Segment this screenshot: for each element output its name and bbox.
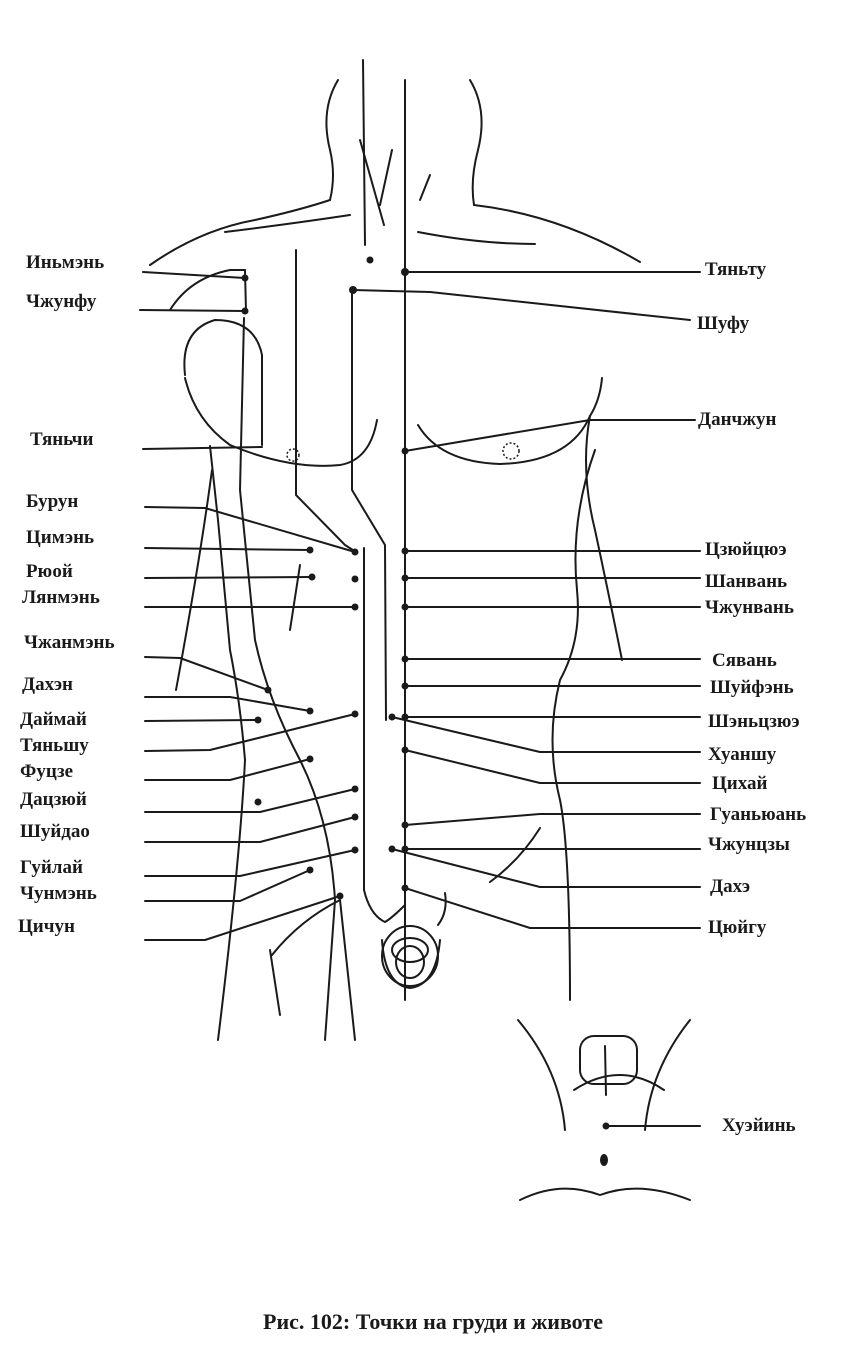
label-cihay: Цихай xyxy=(712,773,768,794)
label-chunmen: Чунмэнь xyxy=(20,883,97,904)
label-lyanmen: Лянмэнь xyxy=(22,587,100,608)
label-guanyuan: Гуаньюань xyxy=(710,804,807,825)
label-chzhunfu: Чжунфу xyxy=(26,291,97,312)
figure-caption: Рис. 102: Точки на груди и животе xyxy=(263,1309,603,1334)
label-shuydao: Шуйдао xyxy=(20,821,90,842)
label-fuqze: Фуцзе xyxy=(20,761,74,782)
label-cimen: Цимэнь xyxy=(26,527,95,548)
label-burun: Бурун xyxy=(26,491,79,512)
label-guylay: Гуйлай xyxy=(20,857,83,878)
label-tyanchi: Тяньчи xyxy=(30,429,94,450)
label-tsyuygu: Цюйгу xyxy=(708,917,767,938)
label-datszyuy: Дацзюй xyxy=(20,789,87,810)
label-hueyin: Хуэйинь xyxy=(722,1115,796,1136)
label-huanshu: Хуаншу xyxy=(708,744,777,765)
label-chzhuntszy: Чжунцзы xyxy=(708,834,790,855)
label-shanvan: Шанвань xyxy=(705,571,788,592)
label-tyanshu: Тяньшу xyxy=(20,735,89,756)
label-inmen: Иньмэнь xyxy=(26,252,105,273)
label-shentszyue: Шэньцзюэ xyxy=(708,711,800,732)
body-outline xyxy=(149,59,691,1201)
label-dahen: Дахэн xyxy=(22,674,73,695)
label-shuyfen: Шуйфэнь xyxy=(710,677,794,698)
label-dahe: Дахэ xyxy=(710,876,751,897)
label-danchzhun: Данчжун xyxy=(698,409,777,430)
leader-lines xyxy=(139,271,701,1127)
label-cichun: Цичун xyxy=(18,916,75,937)
label-syavan: Сявань xyxy=(712,650,777,671)
label-shufu: Шуфу xyxy=(697,313,750,334)
label-daymay: Даймай xyxy=(20,709,87,730)
label-tyantu: Тяньту xyxy=(705,259,767,280)
label-chzhanmen: Чжанмэнь xyxy=(24,632,115,653)
label-chzhunvan: Чжунвань xyxy=(705,597,794,618)
acupoint-dots xyxy=(241,256,610,1166)
label-tszyuytszyue: Цзюйцюэ xyxy=(705,539,787,560)
label-riyuy: Рюой xyxy=(26,561,73,582)
